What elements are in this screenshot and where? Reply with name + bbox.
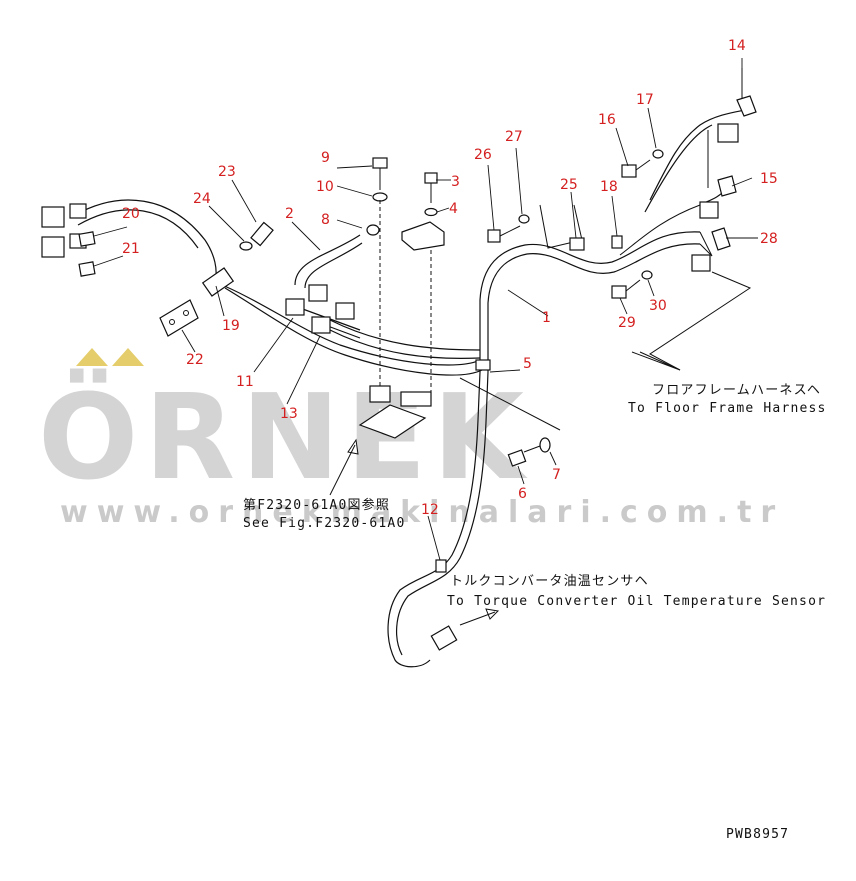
note-torque-jp: トルクコンバータ油温センサヘ [450,574,649,589]
callout-numbers: 1 2 3 4 5 6 7 8 9 10 11 12 13 14 15 16 1… [122,38,778,518]
clip-14 [736,95,757,117]
callout-2: 2 [285,206,294,222]
connector-11 [285,298,305,316]
callout-24: 24 [193,191,211,207]
callout-4: 4 [449,201,458,217]
callout-29: 29 [618,315,636,331]
bolt-9-head [372,157,388,169]
callout-14: 14 [728,38,746,54]
callout-8: 8 [321,212,330,228]
callout-20: 20 [122,206,140,222]
washer-4 [424,207,438,217]
watermark-dot-right [112,348,144,366]
bolt-16-head [621,164,637,178]
watermark-brand: ÖRNEK [38,368,530,506]
connector-15 [699,201,719,219]
washer-7 [539,437,551,453]
clip-18 [611,235,623,249]
switch-body [401,221,445,251]
bolt-26-head [487,229,501,243]
connector-2 [308,284,328,302]
callout-12: 12 [421,502,439,518]
callout-17: 17 [636,92,654,108]
bracket-22 [159,299,199,337]
callout-23: 23 [218,164,236,180]
connector-21a [41,236,65,258]
callout-7: 7 [552,467,561,483]
callout-leaders [93,58,758,561]
clamp-19 [201,267,235,297]
connector-14 [717,123,739,143]
drawing-code: PWB8957 [726,827,789,842]
mount-block-b [400,391,432,407]
washer-27 [518,214,530,224]
callout-18: 18 [600,179,618,195]
note-fig-ref-en: See Fig.F2320-61A0 [243,516,405,531]
clip-25 [569,237,585,251]
note-fig-ref-jp: 第F2320-61A0図参照 [243,497,390,513]
washer-17 [652,149,664,159]
note-floor-frame-en: To Floor Frame Harness [628,401,827,416]
callout-6: 6 [518,486,527,502]
callout-11: 11 [236,374,254,390]
callout-3: 3 [451,174,460,190]
bolt-29-head [611,285,627,299]
callout-25: 25 [560,177,578,193]
parts [41,68,757,651]
mount-block-a [369,385,391,403]
callout-13: 13 [280,406,298,422]
callout-1: 1 [542,310,551,326]
connector-20a [41,206,65,228]
clip-28 [711,227,731,251]
callout-15: 15 [760,171,778,187]
callout-22: 22 [186,352,204,368]
bolt-3-head [424,172,438,184]
callout-10: 10 [316,179,334,195]
watermark-dot-left [76,348,108,366]
bolt-6 [507,449,527,467]
callout-5: 5 [523,356,532,372]
callout-16: 16 [598,112,616,128]
watermark-url: www.ornekmakinalari.com.tr [60,495,784,530]
callout-30: 30 [649,298,667,314]
callout-28: 28 [760,231,778,247]
callout-21: 21 [122,241,140,257]
note-torque-en: To Torque Converter Oil Temperature Sens… [447,594,826,609]
callout-9: 9 [321,150,330,166]
washer-30 [641,270,653,280]
connector-13 [311,316,331,334]
note-floor-frame-jp: フロアフレームハーネスヘ [652,383,821,398]
clip-12 [435,559,447,573]
bracket-plate [358,404,427,439]
grommet-8 [366,224,380,236]
bolt-23 [250,221,274,247]
connector-28 [691,254,711,272]
callout-26: 26 [474,147,492,163]
clip-15 [717,175,737,197]
annotations: フロアフレームハーネスヘ To Floor Frame Harness 第F23… [243,383,827,842]
sensor-connector [430,625,458,651]
watermark: ÖRNEK www.ornekmakinalari.com.tr [38,348,784,530]
connector-20b [69,203,87,219]
washer-10 [372,192,388,202]
callout-19: 19 [222,318,240,334]
callout-27: 27 [505,129,523,145]
washer-24 [239,241,253,251]
